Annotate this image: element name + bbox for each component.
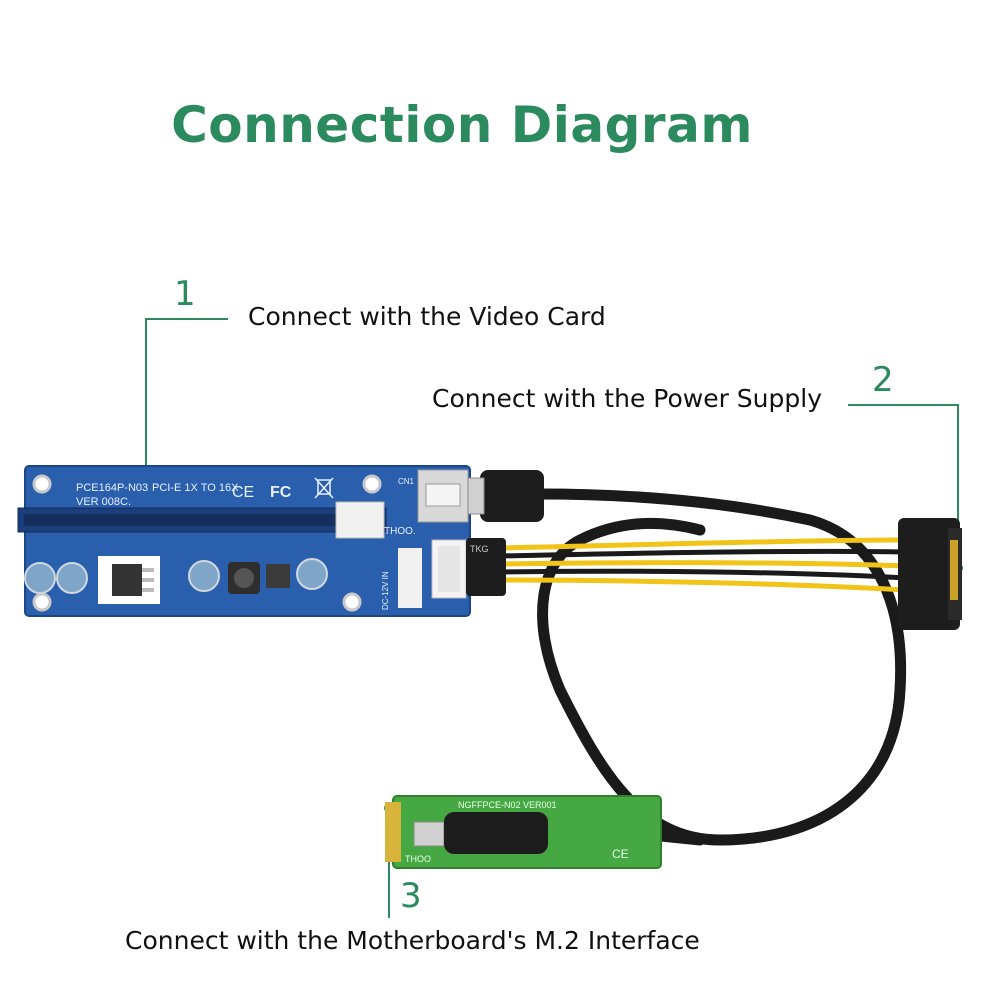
slot-latch bbox=[335, 501, 385, 539]
callout-label-3: Connect with the Motherboard's M.2 Inter… bbox=[125, 926, 700, 955]
riser-version-label: VER 008C. bbox=[76, 496, 131, 508]
leader-line-1 bbox=[145, 318, 228, 510]
power-wires bbox=[499, 537, 906, 593]
power-wire-4 bbox=[499, 568, 906, 581]
power-wire-2 bbox=[499, 548, 906, 559]
riser-cn-label: CN1 bbox=[398, 477, 415, 486]
weee-bin-icon bbox=[314, 477, 334, 499]
usb-a-plug bbox=[467, 470, 544, 522]
mini-usb-plug bbox=[444, 812, 548, 854]
m2-adapter-board: NGFFPCE-N02 VER001 THOO CE bbox=[385, 795, 662, 869]
mount-hole bbox=[32, 592, 52, 612]
capacitor bbox=[188, 560, 220, 592]
riser-spec-label: PCI-E 1X TO 16X bbox=[152, 482, 239, 494]
riser-model-label: PCE164P-N03 bbox=[76, 482, 148, 494]
callout-label-2: Connect with the Power Supply bbox=[432, 384, 823, 413]
power-wire-5 bbox=[499, 577, 906, 593]
sata-power-connector bbox=[898, 518, 962, 630]
callout-number-2: 2 bbox=[872, 360, 894, 400]
riser-power-label: DC-12V IN bbox=[381, 571, 390, 610]
ic-chip bbox=[266, 564, 290, 588]
adapter-brand-label: THOO bbox=[405, 854, 431, 864]
adapter-ce-mark: CE bbox=[612, 847, 629, 861]
ce-mark: CE bbox=[232, 484, 254, 501]
adapter-model-label: NGFFPCE-N02 VER001 bbox=[458, 800, 557, 810]
capacitor bbox=[56, 562, 88, 594]
cable-label: TKG bbox=[470, 544, 489, 554]
mount-hole bbox=[362, 474, 382, 494]
power-wire-3 bbox=[499, 560, 906, 569]
riser-board: PCE164P-N03 VER 008C. PCI-E 1X TO 16X TH… bbox=[17, 465, 471, 617]
capacitor bbox=[296, 558, 328, 590]
power-plug: TKG bbox=[466, 538, 506, 596]
callout-number-1: 1 bbox=[174, 274, 196, 314]
diagram-title: Connection Diagram bbox=[171, 96, 753, 154]
mount-hole bbox=[342, 592, 362, 612]
mount-hole bbox=[32, 474, 52, 494]
mini-usb-port bbox=[413, 821, 445, 847]
fc-mark: FC bbox=[270, 484, 292, 501]
callout-number-3: 3 bbox=[400, 876, 422, 916]
riser-brand-label: THOO. bbox=[384, 526, 416, 537]
callout-label-1: Connect with the Video Card bbox=[248, 302, 606, 331]
leader-line-2 bbox=[848, 404, 959, 568]
power-wire-1 bbox=[499, 537, 906, 551]
capacitor bbox=[24, 562, 56, 594]
